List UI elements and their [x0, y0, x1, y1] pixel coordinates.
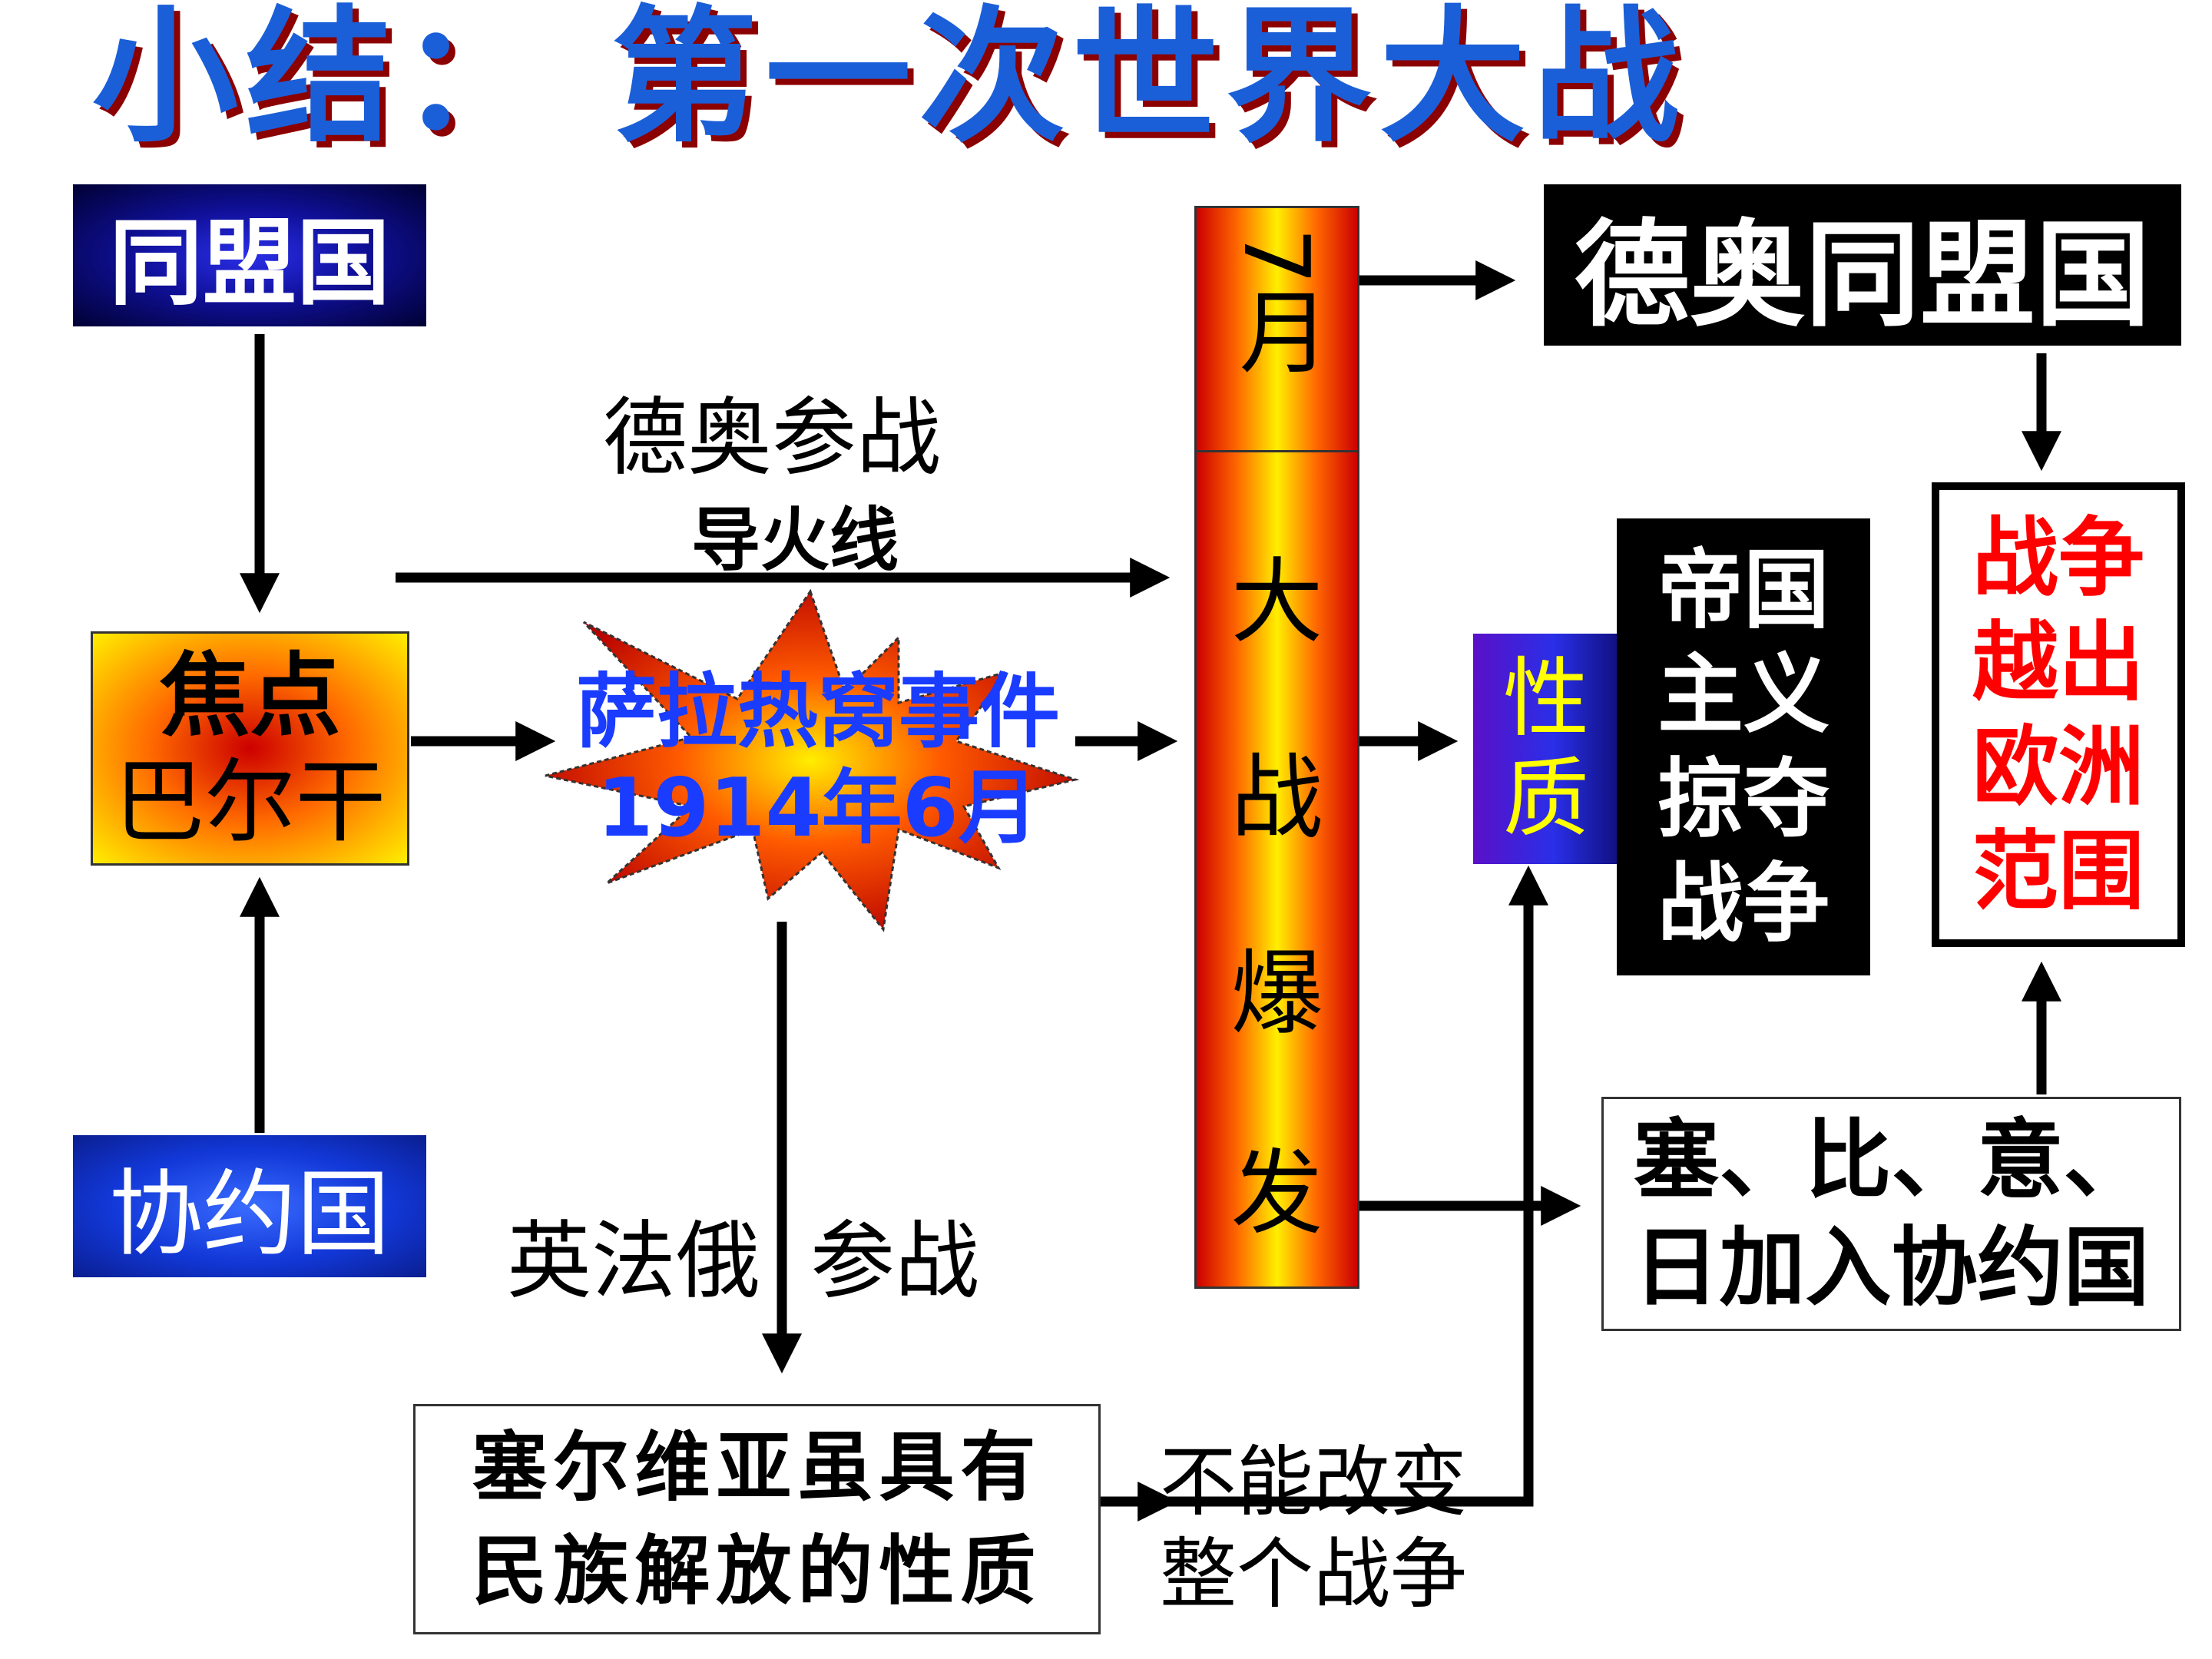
sarajevo-line1: 萨拉热窝事件 — [575, 665, 1060, 759]
imperialist-line2: 主义 — [1657, 644, 1830, 745]
imperialist-line1: 帝国 — [1657, 540, 1830, 641]
balkans-focus-box: 焦点 巴尔干 — [91, 631, 409, 866]
joined-line2: 日加入协约国 — [1633, 1217, 2150, 1318]
beyond-europe-box: 战争 越出 欧洲 范围 — [1932, 482, 2185, 947]
german-alliance-label: 德奥同盟国 — [1574, 208, 2151, 343]
beyond-line1: 战争 — [1972, 508, 2144, 608]
serbia-nature-box: 塞尔维亚虽具有 民族解放的性质 — [413, 1404, 1101, 1634]
cannot-change-label-1: 不能改变 — [1160, 1437, 1467, 1527]
german-alliance-box: 德奥同盟国 — [1544, 184, 2181, 346]
joined-line1: 塞、比、意、 — [1633, 1110, 2150, 1210]
outbreak-char-1: 大 — [1230, 549, 1323, 656]
page-title: 小结： 第一次世界大战 — [92, 0, 1687, 162]
focus-line2: 巴尔干 — [114, 748, 386, 855]
nature-line2: 质 — [1503, 749, 1589, 849]
arrow-serbia-to-nature — [1137, 865, 1548, 1507]
outbreak-char-4: 发 — [1230, 1141, 1323, 1247]
month-label: 7月 — [1224, 227, 1330, 376]
focus-line1: 焦点 — [159, 642, 341, 749]
outbreak-char-3: 爆 — [1230, 941, 1323, 1048]
joined-entente-box: 塞、比、意、 日加入协约国 — [1601, 1097, 2181, 1331]
de-au-join-label: 德奥参战 — [603, 389, 941, 487]
entente-label: 协约国 — [109, 1160, 390, 1269]
alliance-box: 同盟国 — [73, 184, 426, 326]
explosion-shape — [545, 588, 1080, 932]
imperialist-line3: 掠夺 — [1657, 749, 1830, 849]
nature-line1: 性 — [1503, 649, 1589, 749]
beyond-line3: 欧洲 — [1972, 717, 2144, 817]
beyond-line4: 范围 — [1972, 821, 2144, 922]
entente-join-label-a: 英法俄 — [507, 1212, 760, 1310]
nature-box: 性 质 — [1473, 634, 1619, 864]
cannot-change-label-2: 整个战争 — [1160, 1529, 1467, 1619]
entente-box: 协约国 — [73, 1135, 426, 1277]
alliance-label: 同盟国 — [109, 209, 390, 318]
fuse-label: 导火线 — [691, 500, 899, 581]
sarajevo-line2: 1914年6月 — [597, 761, 1039, 855]
column-divider — [1197, 450, 1357, 452]
sarajevo-event-label: 萨拉热窝事件 1914年6月 — [553, 664, 1083, 856]
outbreak-column: 7月 大 战 爆 发 — [1194, 206, 1359, 1289]
outbreak-char-2: 战 — [1230, 745, 1323, 852]
beyond-line2: 越出 — [1972, 612, 2144, 713]
imperialist-line4: 战争 — [1657, 853, 1830, 954]
imperialist-war-box: 帝国 主义 掠夺 战争 — [1617, 518, 1870, 975]
entente-join-label-b: 参战 — [810, 1212, 979, 1310]
serbia-line1: 塞尔维亚虽具有 — [472, 1423, 1042, 1512]
serbia-line2: 民族解放的性质 — [472, 1527, 1042, 1615]
